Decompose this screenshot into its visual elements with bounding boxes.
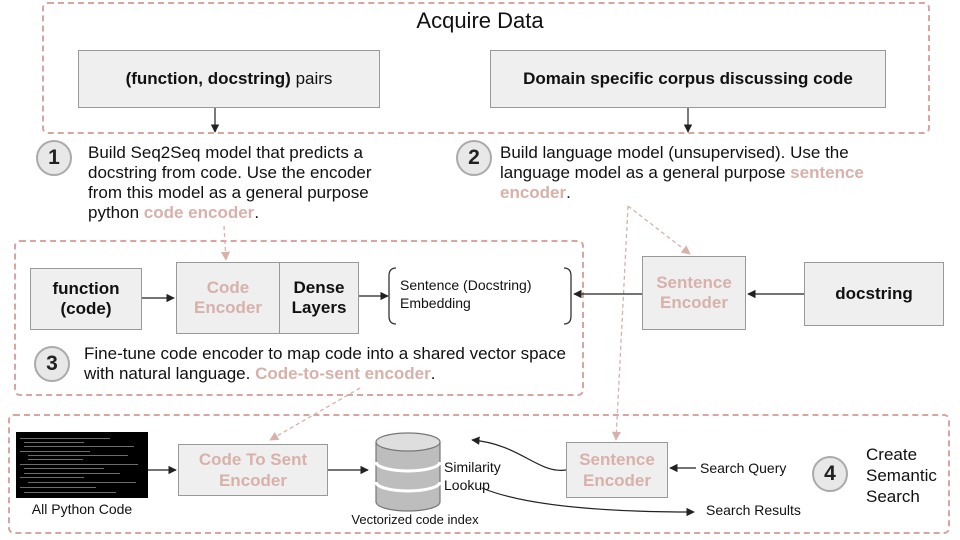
pairs-label: pairs [290,69,333,88]
acquire-data-region [42,2,930,134]
code-to-sent-encoder-box: Code To Sent Encoder [178,444,328,496]
embedding-bracket-left [388,267,397,325]
step-1-text: Build Seq2Seq model that predicts a docs… [88,143,372,222]
step-3-text: Fine-tune code encoder to map code into … [84,344,566,383]
arrow-lookup-to-results [481,487,695,517]
dashed-code-encoder-link [220,225,231,261]
dashed-sentence-encoder-to-step4 [611,205,629,441]
acquire-data-title: Acquire Data [416,8,544,33]
step-3-description: Fine-tune code encoder to map code into … [84,344,569,384]
similarity-lookup-label: Similarity Lookup [444,459,501,493]
search-query-label: Search Query [700,460,787,476]
semantic-search-region [8,414,950,534]
step-2-tail: . [566,183,571,202]
step-2-badge: 2 [456,140,492,176]
vectorized-code-index-label: Vectorized code index [351,512,479,527]
arrow-sentence-encoder-to-lookup [471,436,567,471]
create-semantic-search-label: Create Semantic Search [866,445,937,506]
fine-tune-region [14,240,584,396]
step-3-tail: . [430,364,436,383]
embedding-bracket-right [563,267,572,325]
step-1-highlight: code encoder [143,203,255,222]
function-docstring-pairs-box: (function, docstring) pairs [78,50,380,108]
python-code-thumbnail [16,432,148,498]
function-code-box: function (code) [30,268,142,330]
step-2-description: Build language model (unsupervised). Use… [500,143,895,203]
step-4-badge: 4 [812,456,848,492]
step-1-description: Build Seq2Seq model that predicts a docs… [88,143,408,223]
search-results-label: Search Results [706,502,801,518]
step-1-tail: . [254,203,260,222]
all-python-code-label: All Python Code [31,501,133,517]
dense-layers-box: Dense Layers [279,262,359,334]
step-1-badge: 1 [36,140,72,176]
domain-corpus-box: Domain specific corpus discussing code [490,50,886,108]
pairs-bold-label: (function, docstring) [125,69,291,88]
code-encoder-box: Code Encoder [176,262,280,334]
sentence-encoder-box-step3: Sentence Encoder [642,256,746,330]
step-3-badge: 3 [34,346,70,382]
step-2-highlight: sentence encoder [500,163,864,202]
sentence-encoder-box-step4: Sentence Encoder [566,442,668,498]
step-2-text: Build language model (unsupervised). Use… [500,143,849,182]
sentence-embedding-label: Sentence (Docstring) Embedding [400,277,532,311]
dashed-sentence-encoder-link [627,205,691,255]
dashed-code-to-sent-link [269,387,361,441]
database-icon [374,432,442,512]
docstring-box: docstring [804,262,944,326]
step-3-highlight: Code-to-sent encoder [255,364,431,383]
